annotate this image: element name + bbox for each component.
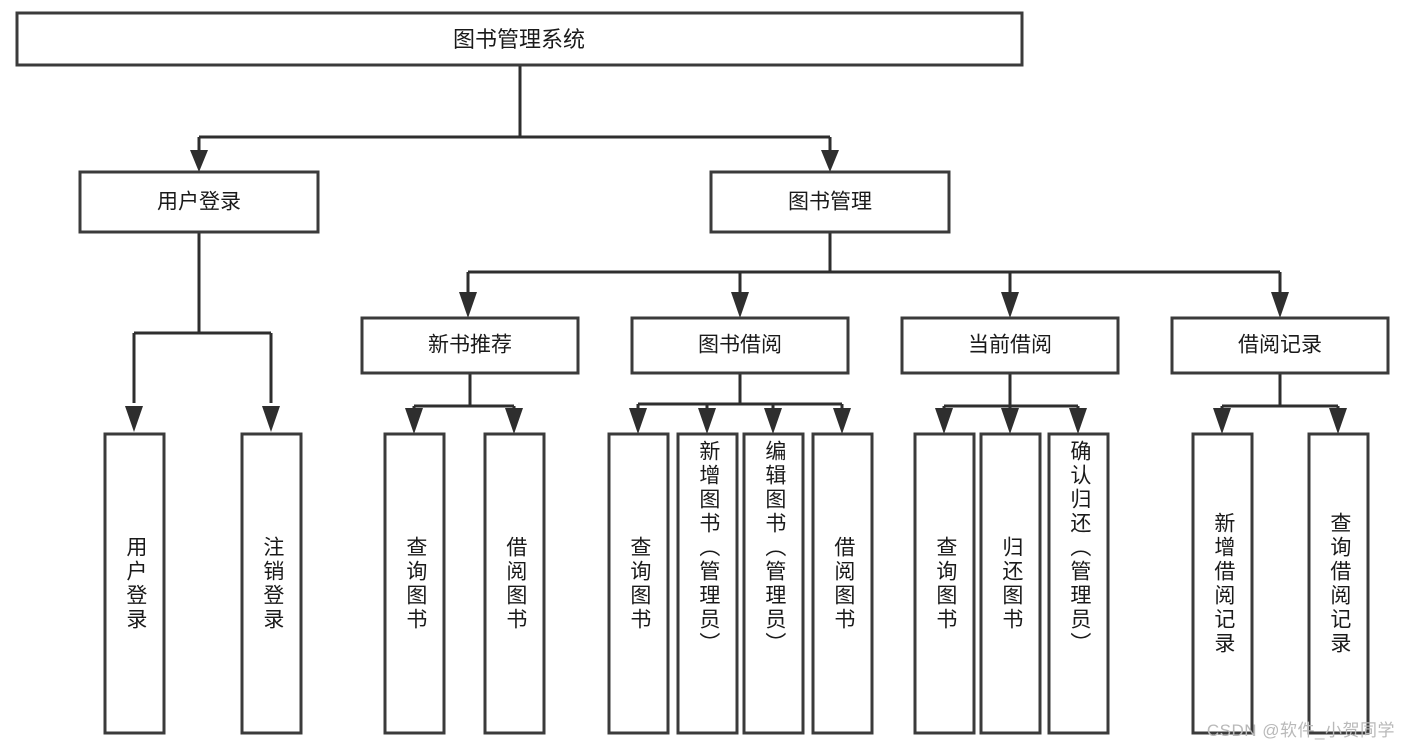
arrow-head-icon: [1001, 408, 1019, 434]
arrow-head-icon: [125, 406, 143, 432]
arrow-head-icon: [1329, 408, 1347, 434]
node-box-leaf-6[interactable]: [742, 432, 805, 735]
node-box-leaf-8[interactable]: [913, 432, 976, 735]
arrow-head-icon: [821, 150, 839, 172]
node-box-leaf-7[interactable]: [811, 432, 874, 735]
arrow-head-icon: [833, 408, 851, 434]
node-label-new-book-recommend: 新书推荐: [428, 334, 512, 357]
node-box-leaf-5[interactable]: [676, 432, 739, 735]
arrow-head-icon: [731, 292, 749, 318]
arrow-head-icon: [262, 406, 280, 432]
node-box-leaf-9[interactable]: [979, 432, 1042, 735]
node-box-leaf-12[interactable]: [1307, 432, 1370, 735]
node-label-book-borrow: 图书借阅: [698, 334, 782, 357]
arrow-head-icon: [190, 150, 208, 172]
arrow-head-icon: [1001, 292, 1019, 318]
node-box-new-book-recommend[interactable]: [360, 316, 580, 375]
node-label-user-login: 用户登录: [157, 191, 241, 214]
node-box-book-borrow[interactable]: [630, 316, 850, 375]
arrow-head-icon: [505, 408, 523, 434]
connector-layer: [125, 65, 1347, 434]
arrow-head-icon: [405, 408, 423, 434]
node-label-current-borrow: 当前借阅: [968, 334, 1052, 357]
node-box-leaf-4[interactable]: [607, 432, 670, 735]
arrow-head-icon: [1213, 408, 1231, 434]
node-label-root: 图书管理系统: [453, 27, 585, 52]
node-box-leaf-0[interactable]: [103, 432, 166, 735]
arrow-head-icon: [764, 408, 782, 434]
node-box-root[interactable]: [15, 11, 1024, 67]
watermark-text: CSDN @软件_小贺同学: [1206, 721, 1395, 740]
node-label-book-management: 图书管理: [788, 191, 872, 214]
node-box-leaf-2[interactable]: [383, 432, 446, 735]
arrow-head-icon: [935, 408, 953, 434]
node-box-leaf-10[interactable]: [1047, 432, 1110, 735]
node-box-leaf-1[interactable]: [240, 432, 303, 735]
node-layer: 图书管理系统 用户登录 图书管理 新书推荐 图书借阅 当前借阅 借阅记录: [15, 11, 1390, 735]
arrow-head-icon: [629, 408, 647, 434]
node-box-current-borrow[interactable]: [900, 316, 1120, 375]
arrow-head-icon: [698, 408, 716, 434]
arrow-head-icon: [1271, 292, 1289, 318]
node-box-leaf-11[interactable]: [1191, 432, 1254, 735]
arrow-head-icon: [459, 292, 477, 318]
node-box-borrow-record[interactable]: [1170, 316, 1390, 375]
node-box-user-login[interactable]: [78, 170, 320, 234]
arrow-head-icon: [1069, 408, 1087, 434]
node-box-book-management[interactable]: [709, 170, 951, 234]
node-label-borrow-record: 借阅记录: [1238, 334, 1322, 357]
node-box-leaf-3[interactable]: [483, 432, 546, 735]
